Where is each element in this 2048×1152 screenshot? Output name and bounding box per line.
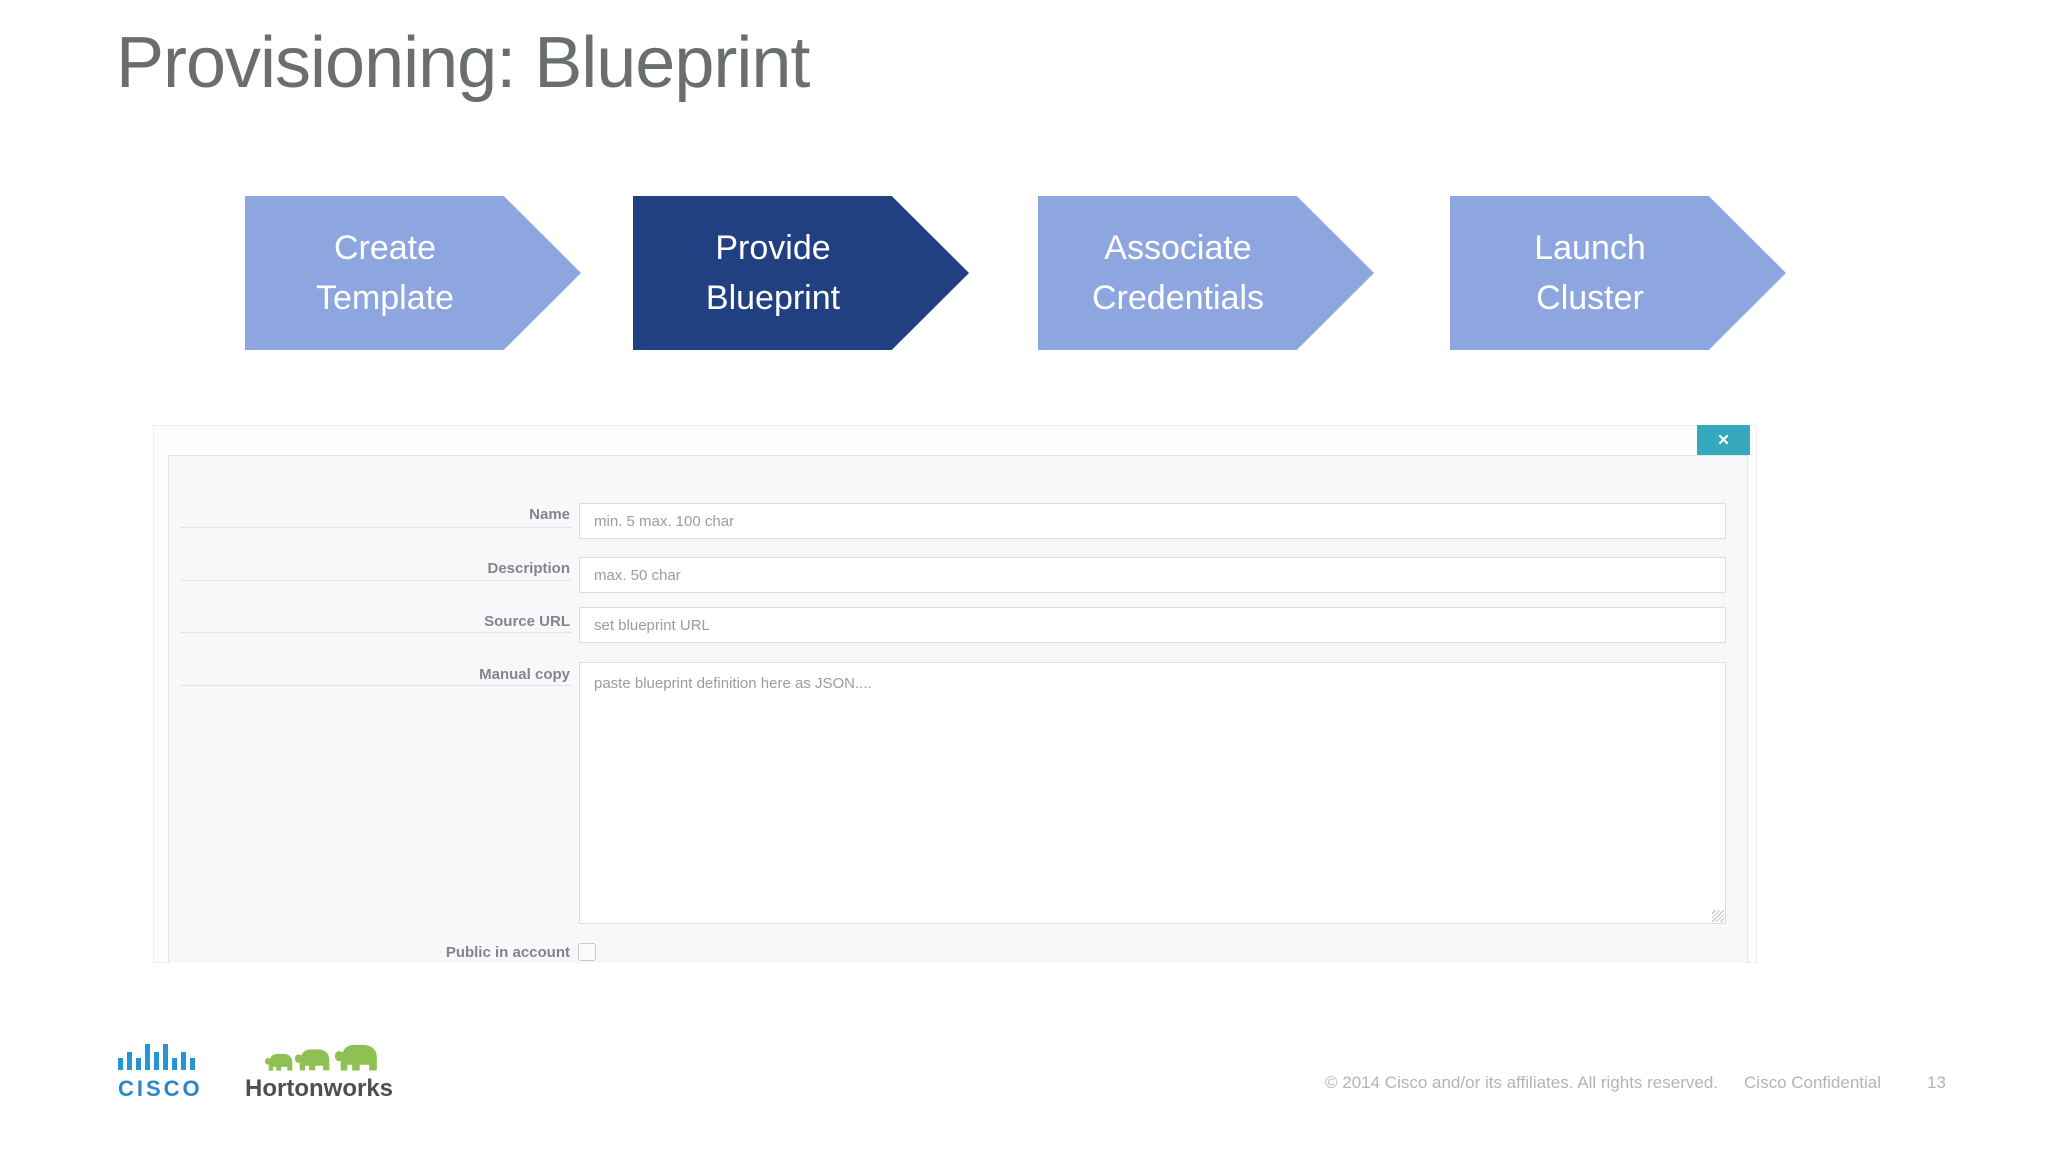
row-divider	[180, 580, 572, 581]
source-url-label: Source URL	[484, 613, 570, 630]
name-label: Name	[529, 506, 570, 523]
name-input[interactable]	[579, 503, 1726, 539]
step-label-line2: Blueprint	[705, 279, 841, 317]
step-label-line2: Cluster	[1536, 279, 1644, 317]
flow-step-launch-cluster: Launch Cluster	[1450, 196, 1786, 350]
step-label-line1: Provide	[715, 229, 831, 267]
step-label-line2: Template	[316, 279, 454, 317]
flow-step-create-template: Create Template	[245, 196, 581, 350]
flow-step-provide-blueprint: Provide Blueprint	[633, 196, 969, 350]
resize-handle-icon[interactable]	[1712, 910, 1724, 922]
cisco-logo: CISCO	[118, 1044, 203, 1101]
row-divider	[180, 632, 572, 633]
row-divider	[180, 685, 572, 686]
close-icon: ✕	[1717, 432, 1730, 449]
page-number: 13	[1927, 1073, 1946, 1092]
cisco-bridge-icon	[118, 1044, 195, 1070]
description-label: Description	[487, 560, 570, 577]
flow-step-associate-credentials: Associate Credentials	[1038, 196, 1374, 350]
copyright-text: © 2014 Cisco and/or its affiliates. All …	[1325, 1073, 1719, 1092]
manual-copy-textarea[interactable]	[579, 662, 1726, 924]
step-label-line1: Create	[333, 229, 437, 267]
slide-title: Provisioning: Blueprint	[116, 23, 810, 103]
description-input[interactable]	[579, 557, 1726, 593]
hortonworks-logo: Hortonworks	[245, 1044, 393, 1102]
cisco-logo-text: CISCO	[118, 1076, 203, 1101]
manual-copy-label: Manual copy	[479, 666, 570, 683]
step-label-line2: Credentials	[1092, 279, 1264, 317]
step-label-line1: Associate	[1104, 229, 1252, 267]
confidential-text: Cisco Confidential	[1744, 1073, 1882, 1092]
public-in-account-label: Public in account	[445, 944, 570, 961]
hortonworks-logo-text: Hortonworks	[245, 1075, 393, 1102]
public-in-account-checkbox[interactable]	[578, 943, 596, 961]
hortonworks-elephants-icon	[265, 1044, 377, 1071]
step-label-line1: Launch	[1534, 229, 1646, 267]
slide-footer: © 2014 Cisco and/or its affiliates. All …	[1325, 1073, 1946, 1093]
source-url-input[interactable]	[579, 607, 1726, 643]
close-button[interactable]: ✕	[1697, 425, 1750, 455]
row-divider	[180, 527, 572, 528]
